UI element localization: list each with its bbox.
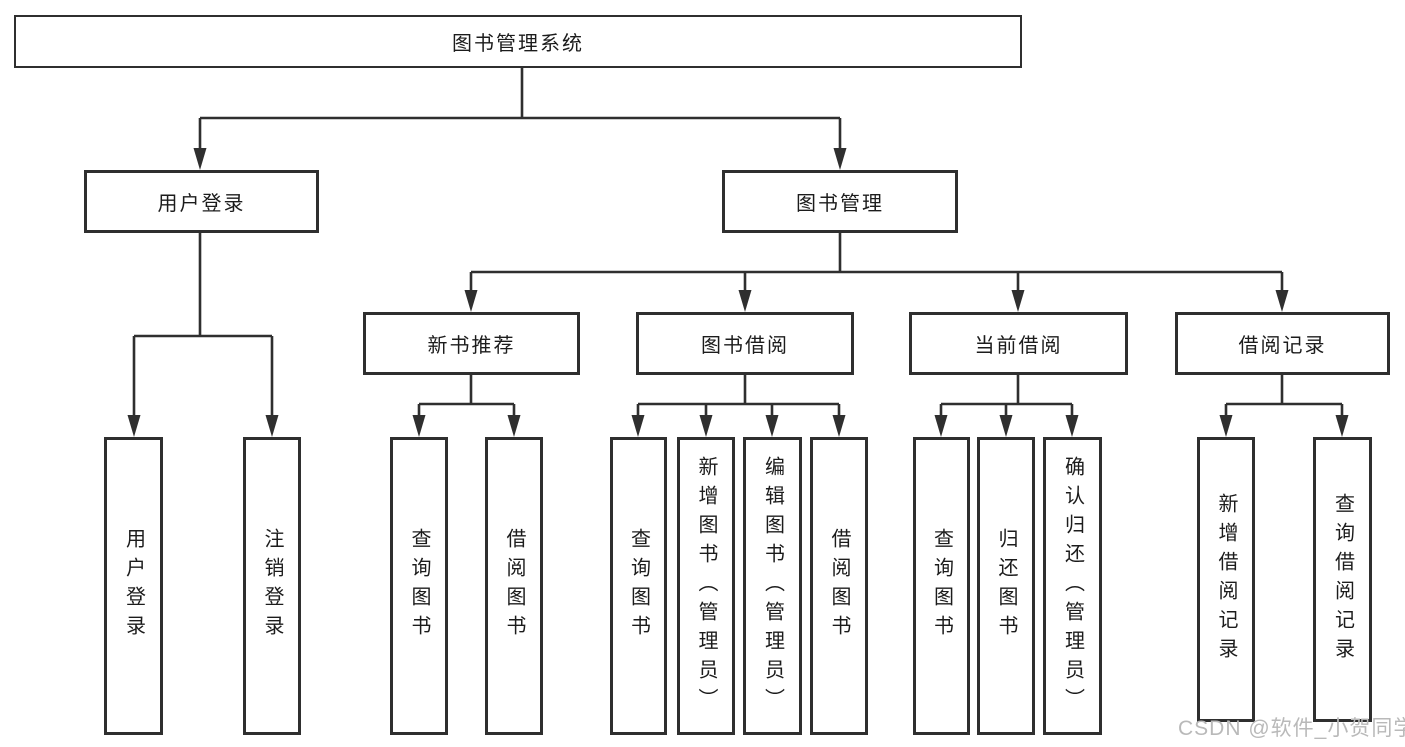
leaf-label: 确认归还（管理员） <box>1061 455 1084 717</box>
leaf-edit-book-admin: 编辑图书（管理员） <box>743 437 802 735</box>
leaf-confirm-return-admin: 确认归还（管理员） <box>1043 437 1102 735</box>
leaf-query-book-current: 查询图书 <box>913 437 970 735</box>
leaf-label: 查询图书 <box>627 528 650 644</box>
leaf-return-book: 归还图书 <box>977 437 1035 735</box>
leaf-query-borrow-record: 查询借阅记录 <box>1313 437 1372 722</box>
connector-recommend-to-leaves <box>417 375 516 419</box>
leaf-label: 借阅图书 <box>828 528 850 644</box>
node-book-borrowing: 图书借阅 <box>636 312 854 375</box>
leaf-borrow-book: 借阅图书 <box>810 437 868 735</box>
connector-root-to-level2 <box>198 67 842 151</box>
arrowheads <box>127 148 1349 437</box>
leaf-logout-login: 注销登录 <box>243 437 301 735</box>
connector-borrow-to-leaves <box>636 375 841 419</box>
leaf-label: 编辑图书（管理员） <box>761 455 784 717</box>
connector-userlogin-to-leaves <box>132 233 274 419</box>
node-new-book-recommend: 新书推荐 <box>363 312 580 375</box>
leaf-add-book-admin: 新增图书（管理员） <box>677 437 735 735</box>
leaf-label: 新增图书（管理员） <box>695 455 717 717</box>
leaf-label: 用户登录 <box>122 528 145 644</box>
leaf-borrow-book-recommend: 借阅图书 <box>485 437 543 735</box>
leaf-add-borrow-record: 新增借阅记录 <box>1197 437 1255 722</box>
leaf-label: 归还图书 <box>995 528 1017 644</box>
leaf-label: 注销登录 <box>261 528 283 644</box>
node-book-management: 图书管理 <box>722 170 958 233</box>
leaf-label: 借阅图书 <box>503 528 525 644</box>
node-user-login: 用户登录 <box>84 170 319 233</box>
leaf-label: 查询图书 <box>408 528 430 644</box>
leaf-label: 查询图书 <box>930 528 953 644</box>
leaf-user-login: 用户登录 <box>104 437 163 735</box>
connector-current-to-leaves <box>939 375 1074 419</box>
leaf-label: 查询借阅记录 <box>1331 492 1354 667</box>
node-book-management-system: 图书管理系统 <box>14 15 1022 68</box>
leaf-query-book-recommend: 查询图书 <box>390 437 448 735</box>
csdn-watermark: CSDN @软件_小贺同学 <box>1178 717 1405 740</box>
leaf-label: 新增借阅记录 <box>1215 492 1237 667</box>
connector-records-to-leaves <box>1224 375 1344 419</box>
connector-bookmgmt-to-level3 <box>469 233 1284 293</box>
node-current-borrowing: 当前借阅 <box>909 312 1128 375</box>
leaf-query-book-borrowing: 查询图书 <box>610 437 667 735</box>
node-borrowing-records: 借阅记录 <box>1175 312 1390 375</box>
